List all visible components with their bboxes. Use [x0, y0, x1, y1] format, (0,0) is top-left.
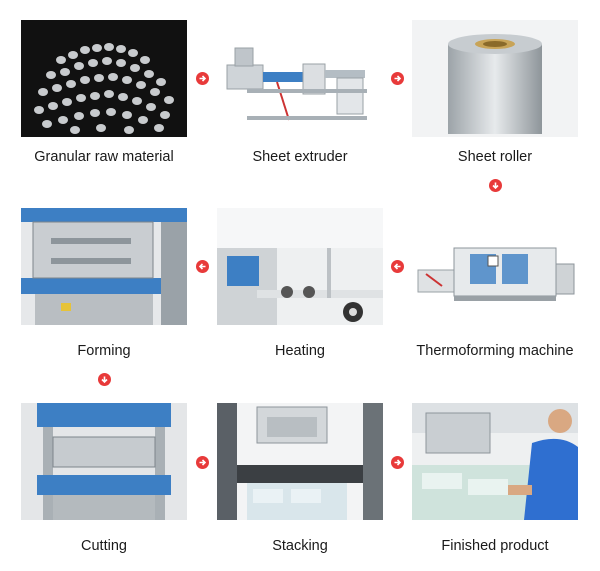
forming-press-photo	[21, 208, 187, 325]
step-label: Forming	[77, 343, 131, 359]
step-label: Heating	[275, 343, 325, 359]
step-label: Sheet roller	[457, 149, 533, 165]
arrow-down-icon	[489, 179, 502, 192]
step-label: Sheet extruder	[252, 149, 348, 165]
arrow-down-icon	[98, 373, 111, 386]
plastic-pellets-photo	[21, 20, 187, 137]
step-label: Thermoforming machine	[416, 343, 574, 359]
cutting-press-photo	[21, 403, 187, 520]
step-label: Granular raw material	[34, 149, 174, 165]
sheet-extruder-photo	[217, 20, 383, 137]
arrow-right-icon	[196, 72, 209, 85]
thermoforming-machine-photo	[412, 208, 578, 325]
arrow-left-icon	[196, 260, 209, 273]
arrow-right-icon	[391, 72, 404, 85]
finished-product-photo	[412, 403, 578, 520]
arrow-right-icon	[391, 456, 404, 469]
sheet-roll-photo	[412, 20, 578, 137]
heating-unit-photo	[217, 208, 383, 325]
step-label: Finished product	[441, 538, 549, 554]
step-label: Cutting	[81, 538, 127, 554]
stacking-unit-photo	[217, 403, 383, 520]
step-label: Stacking	[272, 538, 328, 554]
arrow-left-icon	[391, 260, 404, 273]
arrow-right-icon	[196, 456, 209, 469]
